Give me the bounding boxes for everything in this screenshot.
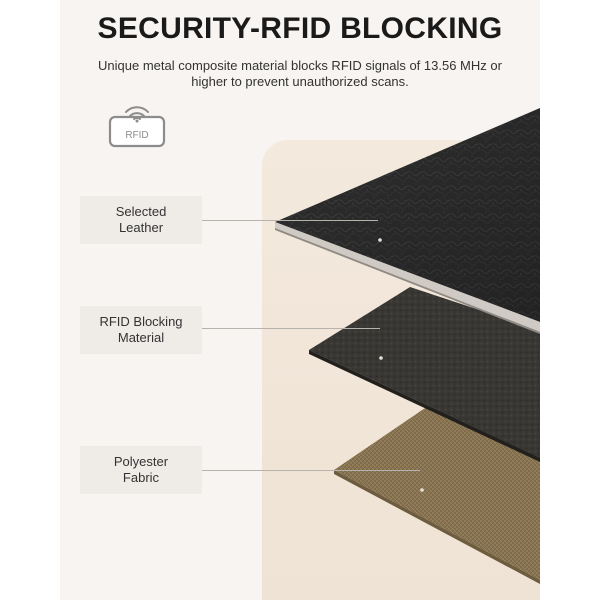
rfid-marker-dot	[379, 356, 383, 360]
label-selected-leather: Selected Leather	[80, 196, 202, 244]
leader-line-fabric	[202, 470, 420, 471]
label-polyester-fabric: Polyester Fabric	[80, 446, 202, 494]
polyester-fabric-layer	[334, 406, 540, 584]
leader-line-leather	[202, 220, 378, 221]
rfid-badge-text: RFID	[125, 130, 148, 141]
fabric-marker-dot	[420, 488, 424, 492]
label-selected-leather-text: Selected Leather	[115, 204, 167, 235]
label-rfid-blocking-text: RFID Blocking Material	[99, 314, 183, 345]
page-title: SECURITY-RFID BLOCKING	[97, 12, 503, 45]
leather-marker-dot	[378, 238, 382, 242]
rfid-badge: RFID	[108, 106, 166, 148]
selected-leather-layer	[275, 108, 540, 334]
leader-line-rfid	[202, 328, 380, 329]
label-polyester-fabric-text: Polyester Fabric	[113, 454, 169, 485]
wireless-signal-icon	[125, 106, 149, 120]
label-rfid-blocking: RFID Blocking Material	[80, 306, 202, 354]
page-subtitle: Unique metal composite material blocks R…	[98, 58, 502, 89]
rfid-blocking-layer	[309, 287, 540, 462]
